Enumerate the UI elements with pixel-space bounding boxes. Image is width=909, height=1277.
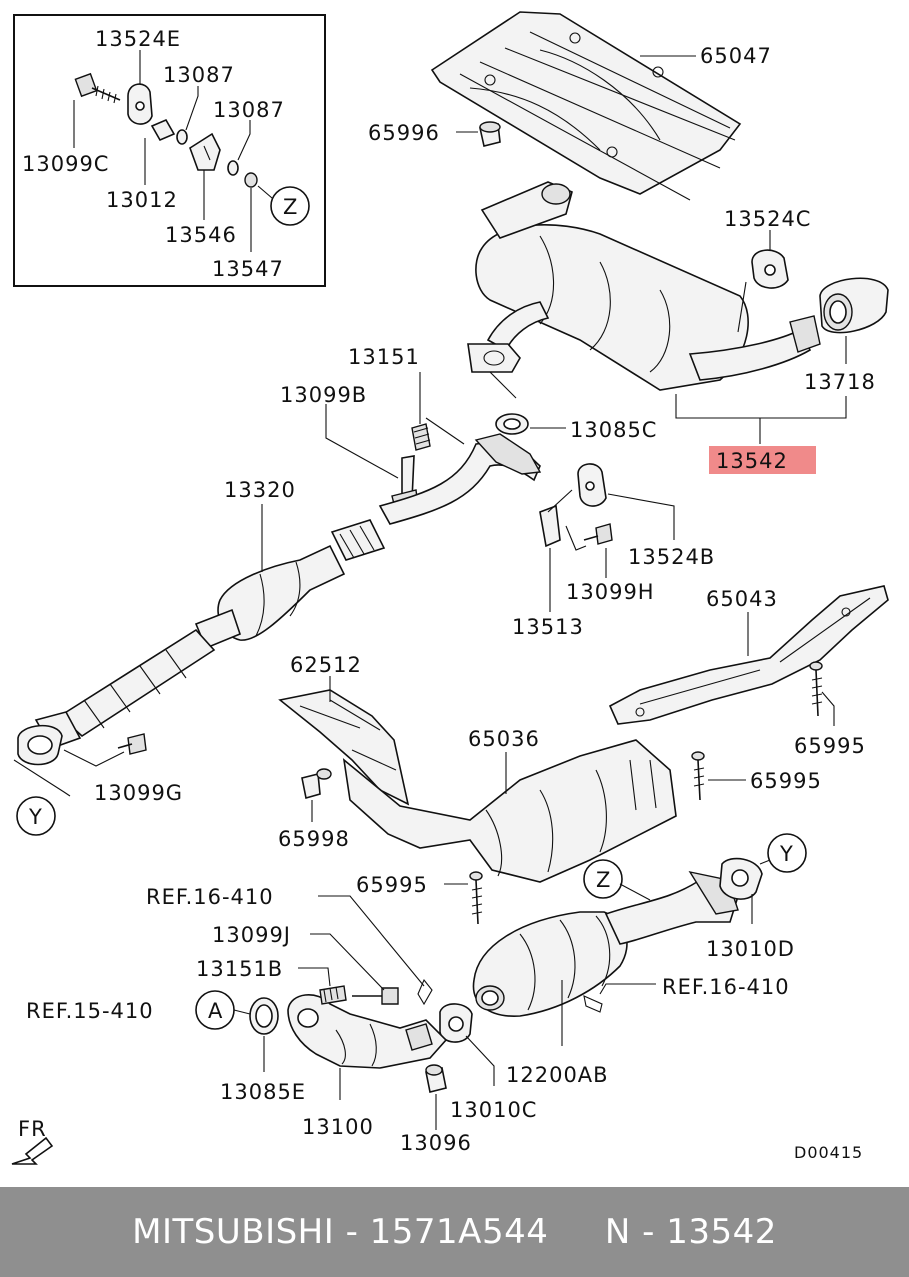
footer-part-number: MITSUBISHI - 1571A544 N - 13542 bbox=[132, 1212, 777, 1252]
label-13542: 13542 bbox=[716, 449, 788, 473]
gasket-13010D bbox=[719, 857, 763, 900]
label-65036: 65036 bbox=[468, 727, 540, 751]
label-13085C: 13085C bbox=[570, 418, 657, 442]
label-13087-mid: 13087 bbox=[213, 98, 285, 122]
label-65995-right: 65995 bbox=[794, 734, 866, 758]
inset-leader-lines bbox=[73, 50, 273, 252]
bolt-13099G bbox=[117, 733, 147, 755]
gasket-13085E bbox=[249, 997, 279, 1035]
label-65998: 65998 bbox=[278, 827, 350, 851]
label-13546: 13546 bbox=[165, 223, 237, 247]
z-inset-circle bbox=[270, 186, 310, 226]
nut-13096 bbox=[425, 1064, 447, 1093]
label-13524B: 13524B bbox=[628, 545, 715, 569]
ref-16-410-right: REF.16-410 bbox=[662, 975, 790, 999]
bracket-13513 bbox=[539, 489, 573, 548]
bolt-13099H bbox=[583, 523, 613, 545]
spring-13151B bbox=[319, 985, 347, 1005]
label-13012: 13012 bbox=[106, 188, 178, 212]
bracket-13542 bbox=[675, 394, 847, 444]
label-13087-top: 13087 bbox=[163, 63, 235, 87]
label-13099C: 13099C bbox=[22, 152, 109, 176]
front-pipe-13100 bbox=[287, 994, 448, 1069]
catalytic-converter-12200AB bbox=[472, 870, 742, 1017]
label-65047: 65047 bbox=[700, 44, 772, 68]
heat-protector-65043 bbox=[608, 585, 889, 725]
label-13718: 13718 bbox=[804, 370, 876, 394]
label-13099G: 13099G bbox=[94, 781, 183, 805]
label-13099B: 13099B bbox=[280, 383, 367, 407]
ref-16-410-left: REF.16-410 bbox=[146, 885, 274, 909]
label-13096: 13096 bbox=[400, 1131, 472, 1155]
diagram-code: D00415 bbox=[794, 1143, 863, 1162]
label-13010D: 13010D bbox=[706, 937, 795, 961]
label-13010C: 13010C bbox=[450, 1098, 537, 1122]
label-65996: 65996 bbox=[368, 121, 440, 145]
center-pipe-13320 bbox=[17, 433, 542, 766]
z-main-circle bbox=[583, 859, 623, 899]
y-left-circle bbox=[16, 796, 56, 836]
hanger-13524C bbox=[751, 249, 789, 289]
front-arrow-icon bbox=[11, 1136, 54, 1165]
label-13151: 13151 bbox=[348, 345, 420, 369]
hanger-13524B bbox=[577, 463, 607, 507]
footer-bar: MITSUBISHI - 1571A544 N - 13542 bbox=[0, 1187, 909, 1277]
heat-shield-65047 bbox=[430, 11, 742, 201]
label-62512: 62512 bbox=[290, 653, 362, 677]
label-13100: 13100 bbox=[302, 1115, 374, 1139]
label-13524E: 13524E bbox=[95, 27, 181, 51]
y-left-letter: Y bbox=[28, 805, 43, 829]
label-65995-mid: 65995 bbox=[750, 769, 822, 793]
gasket-13085C bbox=[495, 413, 529, 435]
bolt-65995-right bbox=[809, 661, 823, 717]
inset-box bbox=[13, 14, 326, 287]
label-13085E: 13085E bbox=[220, 1080, 306, 1104]
fr-label: FR bbox=[18, 1117, 47, 1141]
y-right-circle bbox=[767, 833, 807, 873]
label-13099H: 13099H bbox=[566, 580, 655, 604]
nut-65998 bbox=[301, 768, 332, 800]
bolt-65995-low bbox=[469, 871, 483, 925]
z-inset-letter: Z bbox=[283, 195, 298, 219]
label-13547: 13547 bbox=[212, 257, 284, 281]
label-65043: 65043 bbox=[706, 587, 778, 611]
label-13151B: 13151B bbox=[196, 957, 283, 981]
gasket-13010C bbox=[439, 1003, 473, 1043]
y-right-letter: Y bbox=[779, 842, 794, 866]
label-65995-low: 65995 bbox=[356, 873, 428, 897]
a-letter: A bbox=[208, 999, 223, 1023]
bolt-13099J bbox=[352, 987, 399, 1005]
label-13099J: 13099J bbox=[212, 923, 291, 947]
bolt-65995-mid bbox=[691, 751, 705, 801]
highlight-13542 bbox=[709, 446, 816, 474]
label-13513: 13513 bbox=[512, 615, 584, 639]
label-12200AB: 12200AB bbox=[506, 1063, 609, 1087]
nut-65996 bbox=[479, 121, 501, 147]
tail-tip-13718 bbox=[819, 277, 889, 334]
label-13524C: 13524C bbox=[724, 207, 811, 231]
label-13320: 13320 bbox=[224, 478, 296, 502]
muffler-13542 bbox=[467, 181, 821, 391]
z-main-letter: Z bbox=[596, 868, 611, 892]
ref-15-410: REF.15-410 bbox=[26, 999, 154, 1023]
inset-parts bbox=[74, 72, 258, 188]
exhaust-parts-diagram: 13524E 13087 13087 13099C 13012 13546 13… bbox=[11, 11, 889, 1165]
heat-protector-65036 bbox=[342, 739, 677, 883]
heat-protector-62512 bbox=[278, 689, 410, 806]
